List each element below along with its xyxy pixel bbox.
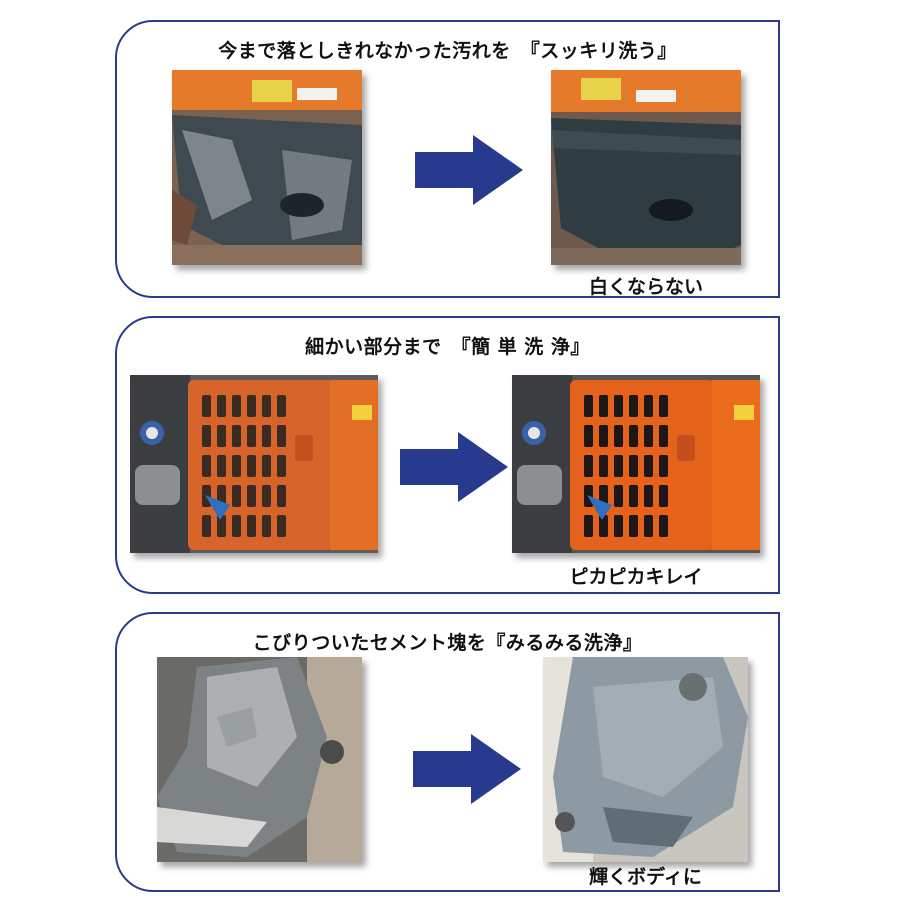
clean-grille-photo bbox=[512, 375, 760, 553]
right-arrow-icon bbox=[415, 135, 523, 205]
cement-bucket-photo bbox=[157, 657, 362, 862]
dirty-bumper-photo bbox=[172, 70, 362, 265]
result-caption: 輝くボディに bbox=[589, 866, 702, 888]
clean-bumper-photo bbox=[551, 70, 741, 265]
section-heading: 細かい部分まで 『簡 単 洗 浄』 bbox=[305, 336, 590, 358]
right-arrow-icon bbox=[413, 734, 521, 804]
section-heading: こびりついたセメント塊を『みるみる洗浄』 bbox=[252, 632, 643, 654]
section-bucket: こびりついたセメント塊を『みるみる洗浄』 輝くボディに bbox=[115, 612, 780, 892]
section-heading: 今まで落としきれなかった汚れを 『スッキリ洗う』 bbox=[218, 40, 677, 62]
section-grille: 細かい部分まで 『簡 単 洗 浄』 bbox=[115, 316, 780, 594]
right-arrow-icon bbox=[400, 432, 508, 502]
clean-bucket-photo bbox=[543, 657, 748, 862]
dirty-grille-photo bbox=[130, 375, 378, 553]
result-caption: 白くならない bbox=[588, 276, 703, 298]
result-caption: ピカピカキレイ bbox=[569, 566, 703, 588]
section-bumper: 今まで落としきれなかった汚れを 『スッキリ洗う』 bbox=[115, 20, 780, 298]
